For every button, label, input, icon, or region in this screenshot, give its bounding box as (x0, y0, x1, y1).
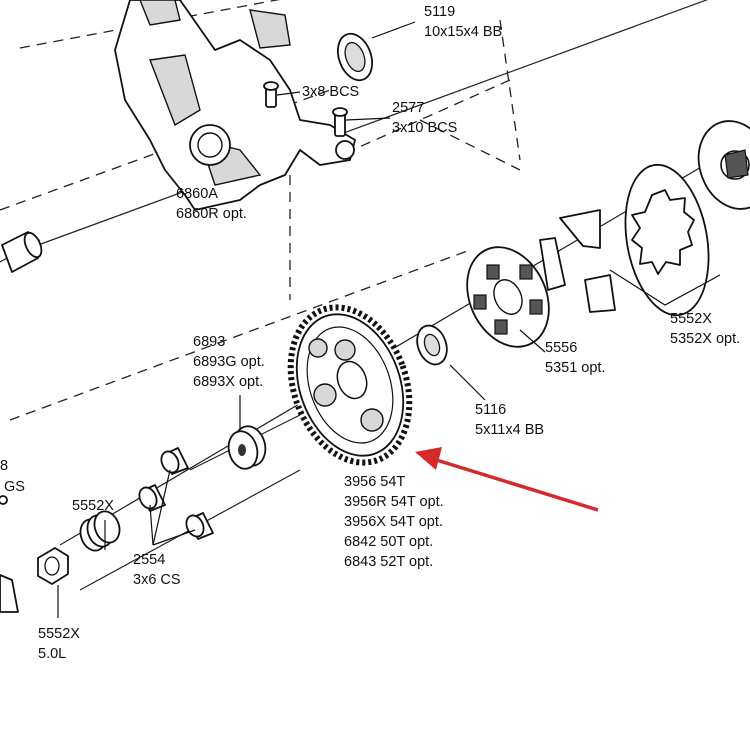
label-screw-3x8: 3x8 BCS (302, 84, 360, 100)
screw-3x8 (263, 81, 279, 108)
clutch-shoes (539, 209, 616, 313)
clutch-disc (624, 163, 710, 317)
leader-lines (57, 21, 721, 618)
nut-5552x (37, 547, 69, 585)
red-arrow (415, 447, 599, 512)
flywheel (697, 120, 750, 210)
screw-2577 (332, 107, 348, 137)
screws-2554 (138, 447, 214, 540)
label-cut-left-b: GS (4, 479, 25, 495)
clutch-bell-5556 (466, 246, 550, 348)
cut-off-part (0, 495, 19, 613)
shaft-stub (1, 231, 43, 273)
bearing-5116 (416, 324, 448, 366)
bushing-6893 (227, 425, 267, 470)
label-cut-left-a: 8 (0, 458, 9, 474)
motor-mount-6860 (114, 0, 356, 211)
label-spring-5552x: 5552X (72, 498, 114, 514)
bearing-5119 (336, 32, 374, 82)
spring-5552x (79, 510, 121, 552)
spur-gear-3956 (287, 304, 413, 466)
